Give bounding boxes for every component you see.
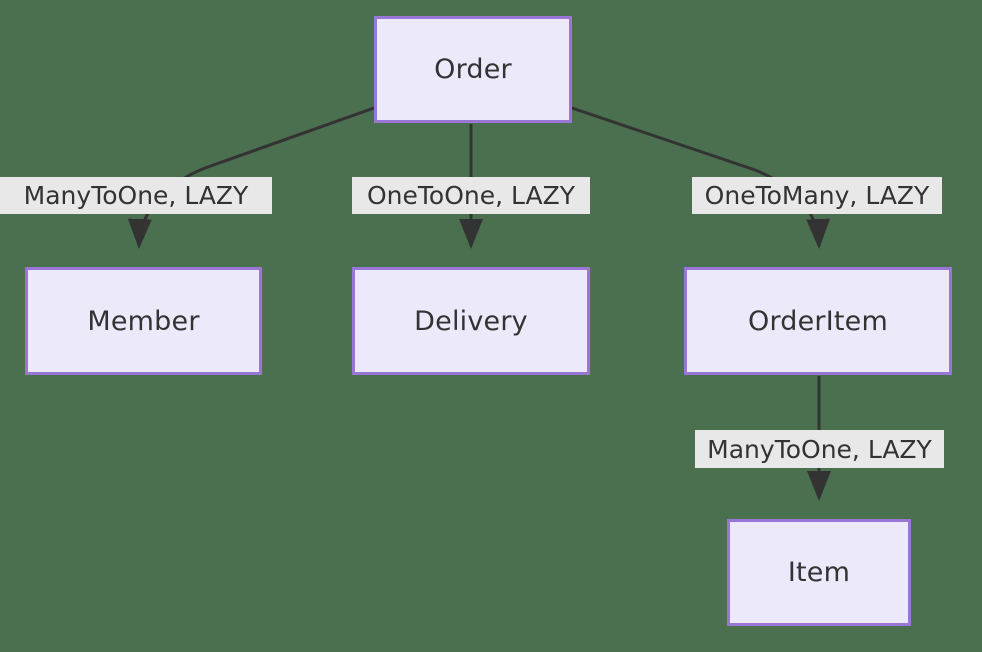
edge-label-orderitem-item-text: ManyToOne, LAZY	[707, 434, 932, 464]
edge-label-order-delivery-text: OneToOne, LAZY	[366, 181, 576, 210]
edge-label-order-delivery: OneToOne, LAZY	[352, 177, 590, 214]
edge-label-orderitem-item: ManyToOne, LAZY	[695, 430, 944, 468]
edge-label-order-member-text: ManyToOne, LAZY	[23, 181, 249, 210]
node-order[interactable]: Order	[374, 16, 572, 123]
node-member-label: Member	[87, 305, 200, 337]
node-orderitem-label: OrderItem	[748, 305, 888, 337]
edge-label-order-orderitem-text: OneToMany, LAZY	[704, 181, 930, 210]
edge-label-order-member: ManyToOne, LAZY	[0, 177, 272, 214]
edge-label-order-orderitem: OneToMany, LAZY	[692, 177, 942, 214]
node-item-label: Item	[787, 557, 851, 588]
node-item[interactable]: Item	[727, 519, 911, 626]
node-delivery[interactable]: Delivery	[352, 267, 590, 375]
node-member[interactable]: Member	[25, 267, 262, 375]
node-orderitem[interactable]: OrderItem	[684, 267, 952, 375]
node-order-label: Order	[434, 54, 512, 85]
node-delivery-label: Delivery	[414, 305, 528, 337]
